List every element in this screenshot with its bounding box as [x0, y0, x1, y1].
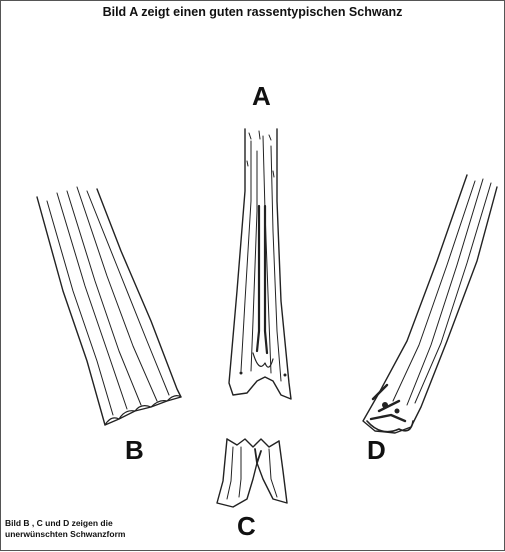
label-a: A	[252, 83, 271, 109]
label-b: B	[125, 437, 144, 463]
tail-a-sketch	[229, 129, 291, 399]
tail-c-sketch	[217, 439, 287, 507]
label-d: D	[367, 437, 386, 463]
caption-line-1: Bild B , C und D zeigen die	[5, 518, 205, 529]
caption-line-2: unerwünschten Schwanzform	[5, 529, 205, 540]
tail-d-sketch	[363, 175, 497, 433]
figure-caption: Bild B , C und D zeigen die unerwünschte…	[5, 518, 205, 540]
label-c: C	[237, 513, 256, 539]
tail-b-sketch	[37, 187, 181, 425]
